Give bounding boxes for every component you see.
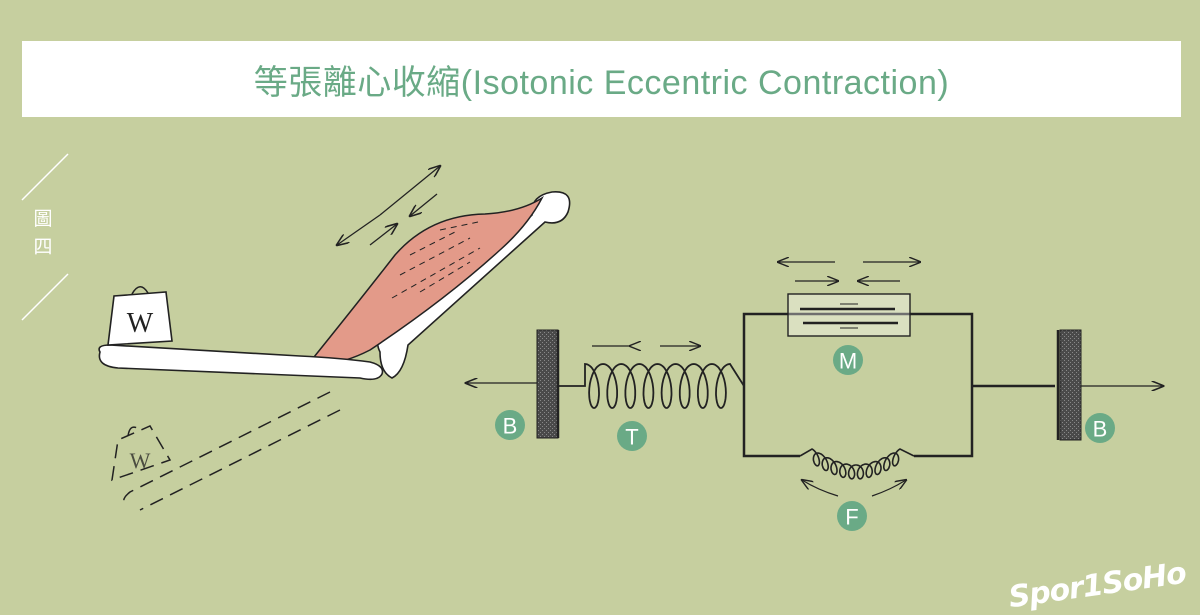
weight-label: W — [127, 308, 154, 339]
forearm-lowered-dashed — [111, 391, 341, 511]
page-title: 等張離心收縮(Isotonic Eccentric Contraction) — [253, 63, 950, 102]
arm-illustration: W W — [98, 166, 571, 511]
figure-label-slashes — [21, 153, 69, 321]
figure-label-char-1: 圖 — [33, 208, 53, 230]
badge-fascia-text: F — [845, 505, 858, 530]
muscle-fibers — [391, 221, 481, 299]
biceps-muscle — [308, 195, 544, 365]
tendon-spring — [558, 363, 745, 409]
badge-bone-left: B — [495, 410, 525, 440]
badge-tendon-text: T — [625, 425, 638, 450]
fascia-arrow-right — [871, 480, 906, 497]
shorten-arrow-1 — [410, 193, 438, 216]
title-banner: 等張離心收縮(Isotonic Eccentric Contraction) — [22, 41, 1181, 117]
shorten-arrow-2 — [369, 224, 397, 246]
fascia-arrow-left — [802, 480, 839, 497]
badge-bone-left-text: B — [503, 414, 518, 439]
fascia-spring — [799, 448, 915, 480]
badge-muscle-text: M — [839, 349, 857, 374]
badge-bone-right: B — [1085, 413, 1115, 443]
figure-label-char-2: 四 — [33, 236, 53, 258]
right-bone-wall — [1059, 329, 1082, 441]
parallel-frame — [742, 312, 974, 458]
left-bone-wall — [536, 329, 559, 439]
contractile-element-box — [787, 293, 911, 337]
badge-tendon: T — [617, 421, 647, 451]
badge-muscle: M — [833, 345, 863, 375]
badge-bone-right-text: B — [1093, 417, 1108, 442]
badge-fascia: F — [837, 501, 867, 531]
mechanical-model: B T M F B — [466, 262, 1163, 531]
weight-solid: W — [107, 285, 173, 346]
figure-label: 圖 四 — [28, 205, 58, 261]
weight-lowered-label: W — [130, 448, 151, 473]
lengthen-arrow-up — [379, 166, 440, 216]
lengthen-arrow-down — [337, 214, 381, 245]
